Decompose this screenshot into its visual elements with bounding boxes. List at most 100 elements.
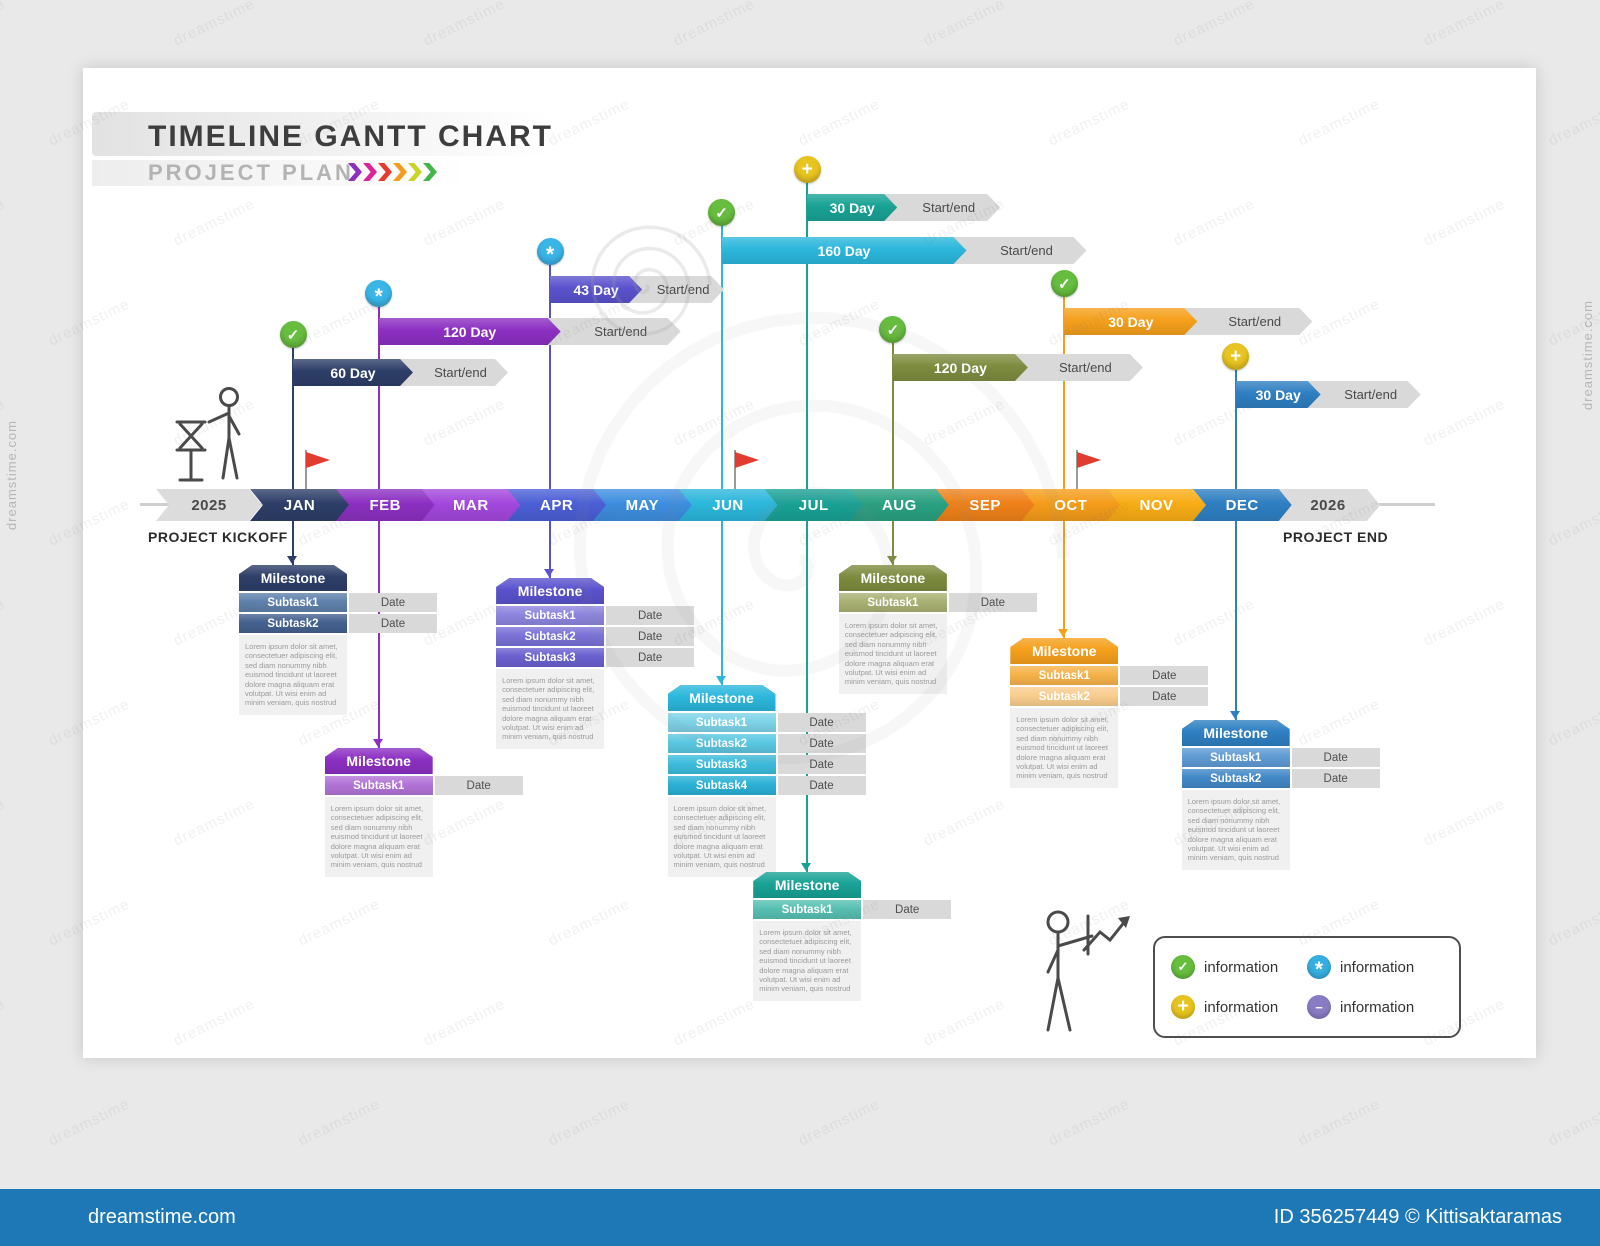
watermark-text: dreamstime (170, 0, 258, 50)
gantt-bar-30-day: 30 Day (1064, 308, 1197, 335)
connector-line (1063, 284, 1066, 638)
watermark-text: dreamstime (45, 1095, 133, 1150)
watermark-text: dreamstime (420, 0, 508, 50)
connector-arrowhead (1229, 711, 1240, 719)
connector-line (377, 294, 380, 748)
month-apr: APR (507, 489, 606, 521)
watermark-text: dreamstime (0, 795, 8, 850)
bar-range-label: Start/end (883, 194, 1000, 221)
gantt-bar-60-day: 60 Day (293, 359, 413, 386)
gantt-bar-43-day: 43 Day (550, 276, 642, 303)
month-jun: JUN (679, 489, 778, 521)
flag-icon (732, 448, 762, 495)
watermark-text: dreamstime (1545, 95, 1600, 150)
month-oct: OCT (1021, 489, 1120, 521)
watermark-text: dreamstime (1420, 0, 1508, 50)
bar-range-label: Start/end (953, 237, 1087, 264)
gantt-bar-120-day: 120 Day (893, 354, 1028, 381)
subtask-cell: Subtask2 (1010, 687, 1119, 706)
minus-icon: − (1307, 995, 1331, 1019)
subtask-cell: Subtask2 (1181, 769, 1290, 788)
legend-box: ✓information*information+information−inf… (1153, 936, 1461, 1038)
subtitle-background-swoosh (92, 160, 562, 186)
connector-arrowhead (715, 676, 726, 684)
watermark-text: dreamstime (1045, 1095, 1133, 1150)
month-sep: SEP (936, 489, 1035, 521)
watermark-text: dreamstime (1545, 495, 1600, 550)
flag-icon (303, 448, 333, 495)
watermark-text: dreamstime (1545, 895, 1600, 950)
plus-icon: + (1171, 995, 1195, 1019)
watermark-text: dreamstime (0, 595, 8, 650)
legend-item: ✓information (1171, 955, 1307, 979)
asterisk-glyph: * (1314, 958, 1324, 981)
month-nov: NOV (1107, 489, 1206, 521)
milestone-body: Lorem ipsum dolor sit amet, consectetuer… (1181, 790, 1290, 870)
year-start-segment: 2025 (156, 489, 262, 521)
subtask-cell: Subtask1 (838, 593, 947, 612)
watermark-text: dreamstime (0, 995, 8, 1050)
watermark-text: dreamstime (920, 0, 1008, 50)
connector-line (891, 330, 894, 565)
asterisk-glyph: * (546, 242, 555, 266)
watermark-text: dreamstime (670, 0, 758, 50)
title-chevrons (348, 163, 437, 181)
connector-arrowhead (1058, 629, 1069, 637)
presenter-person-icon (1046, 910, 1130, 1032)
project-kickoff-label: PROJECT KICKOFF (148, 529, 288, 545)
chevron-arrow-icon (378, 163, 392, 181)
gantt-bar-160-day: 160 Day (722, 237, 967, 264)
subtask-cell: Subtask1 (753, 900, 862, 919)
connector-arrowhead (544, 569, 555, 577)
connector-arrowhead (287, 556, 297, 564)
milestone-body: Lorem ipsum dolor sit amet, consectetuer… (753, 921, 862, 1001)
check-glyph: ✓ (886, 321, 900, 339)
connector-arrowhead (372, 739, 383, 747)
left-edge-watermark: dreamstime.com (4, 420, 19, 531)
date-cell: Date (1120, 666, 1209, 685)
date-cell: Date (948, 593, 1037, 612)
milestone-header: Milestone (239, 565, 347, 591)
date-cell: Date (863, 900, 952, 919)
connector-line (549, 252, 552, 578)
watermark-text: dreamstime (1170, 0, 1258, 50)
gantt-bar-30-day: 30 Day (1236, 381, 1321, 408)
bar-range-label: Start/end (1183, 308, 1312, 335)
check-glyph: ✓ (286, 326, 300, 344)
asterisk-glyph: * (374, 284, 383, 308)
project-end-label: PROJECT END (1283, 529, 1389, 545)
minus-glyph: − (1315, 999, 1323, 1015)
milestone-header: Milestone (1010, 638, 1118, 664)
milestone-header: Milestone (1182, 720, 1290, 746)
connector-line (720, 213, 723, 685)
page-title: TIMELINE GANTT CHART (148, 120, 553, 153)
connector-line (1234, 357, 1237, 720)
watermark-text: dreamstime (0, 195, 8, 250)
milestone-body: Lorem ipsum dolor sit amet, consectetuer… (1010, 708, 1119, 788)
milestone-body: Lorem ipsum dolor sit amet, consectetuer… (667, 797, 776, 877)
date-cell: Date (777, 755, 866, 774)
month-feb: FEB (336, 489, 435, 521)
watermark-text: dreamstime (1545, 1095, 1600, 1150)
milestone-header: Milestone (839, 565, 947, 591)
asterisk-icon: * (1307, 955, 1331, 981)
subtask-cell: Subtask1 (324, 776, 433, 795)
plus-glyph: + (1230, 345, 1242, 367)
subtask-cell: Subtask1 (1181, 748, 1290, 767)
date-cell: Date (606, 648, 695, 667)
bar-range-label: Start/end (1307, 381, 1421, 408)
right-edge-watermark: dreamstime.com (1580, 300, 1595, 411)
asterisk-icon: * (365, 280, 393, 308)
